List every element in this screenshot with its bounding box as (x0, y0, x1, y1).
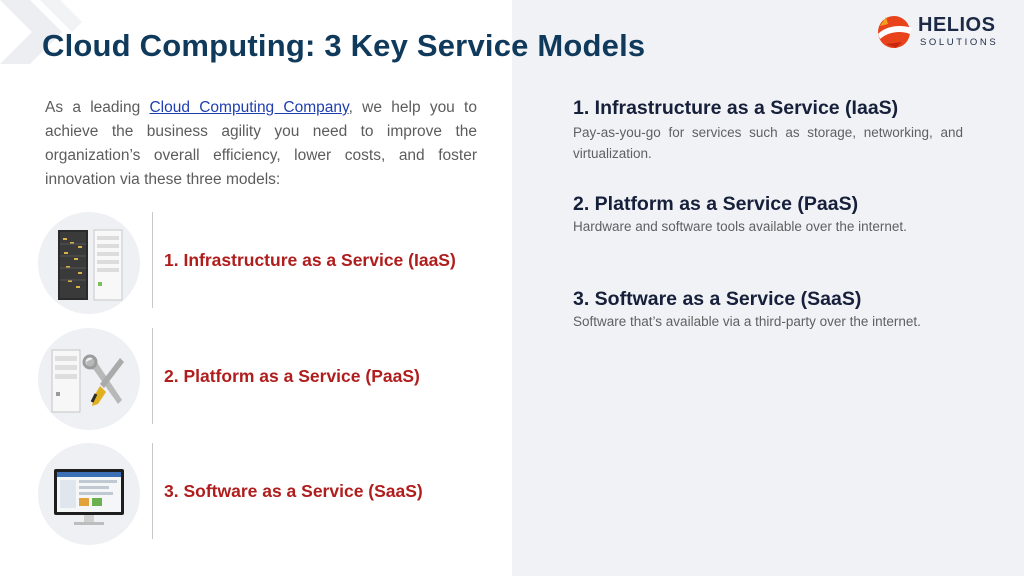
helios-sun-icon (878, 16, 912, 48)
logo-tagline: SOLUTIONS (920, 37, 999, 48)
intro-suffix: , we help you to achieve the business ag… (45, 99, 477, 188)
server-rack-icon (38, 212, 140, 314)
divider-line (152, 328, 153, 424)
detail-heading-paas: 2. Platform as a Service (PaaS) (573, 193, 859, 215)
intro-paragraph: As a leading Cloud Computing Company, we… (45, 96, 477, 192)
detail-heading-iaas: 1. Infrastructure as a Service (IaaS) (573, 97, 899, 119)
detail-description-iaas: Pay-as-you-go for services such as stora… (573, 125, 963, 161)
model-label-iaas: 1. Infrastructure as a Service (IaaS) (164, 250, 456, 270)
right-panel (512, 0, 1024, 576)
detail-description-paas: Hardware and software tools available ov… (573, 219, 907, 234)
detail-saas: 3. Software as a Service (SaaS) Software… (573, 288, 963, 332)
cloud-computing-company-link[interactable]: Cloud Computing Company (149, 99, 349, 116)
server-with-tools-icon (38, 328, 140, 430)
model-row-iaas: 1. Infrastructure as a Service (IaaS) (38, 212, 508, 314)
detail-iaas: 1. Infrastructure as a Service (IaaS) Pa… (573, 97, 963, 164)
divider-line (152, 443, 153, 539)
divider-line (152, 212, 153, 308)
intro-prefix: As a leading (45, 99, 150, 116)
monitor-icon (38, 443, 140, 545)
chevron-decoration-icon (0, 0, 82, 64)
helios-logo: HELIOS SOLUTIONS (874, 12, 1006, 52)
detail-heading-saas: 3. Software as a Service (SaaS) (573, 288, 862, 310)
detail-paas: 2. Platform as a Service (PaaS) Hardware… (573, 193, 963, 237)
logo-name: HELIOS (918, 14, 996, 36)
model-row-saas: 3. Software as a Service (SaaS) (38, 443, 508, 545)
page-title: Cloud Computing: 3 Key Service Models (42, 28, 646, 63)
model-row-paas: 2. Platform as a Service (PaaS) (38, 328, 508, 430)
model-label-paas: 2. Platform as a Service (PaaS) (164, 366, 420, 386)
model-label-saas: 3. Software as a Service (SaaS) (164, 481, 423, 501)
detail-description-saas: Software that’s available via a third-pa… (573, 314, 921, 329)
